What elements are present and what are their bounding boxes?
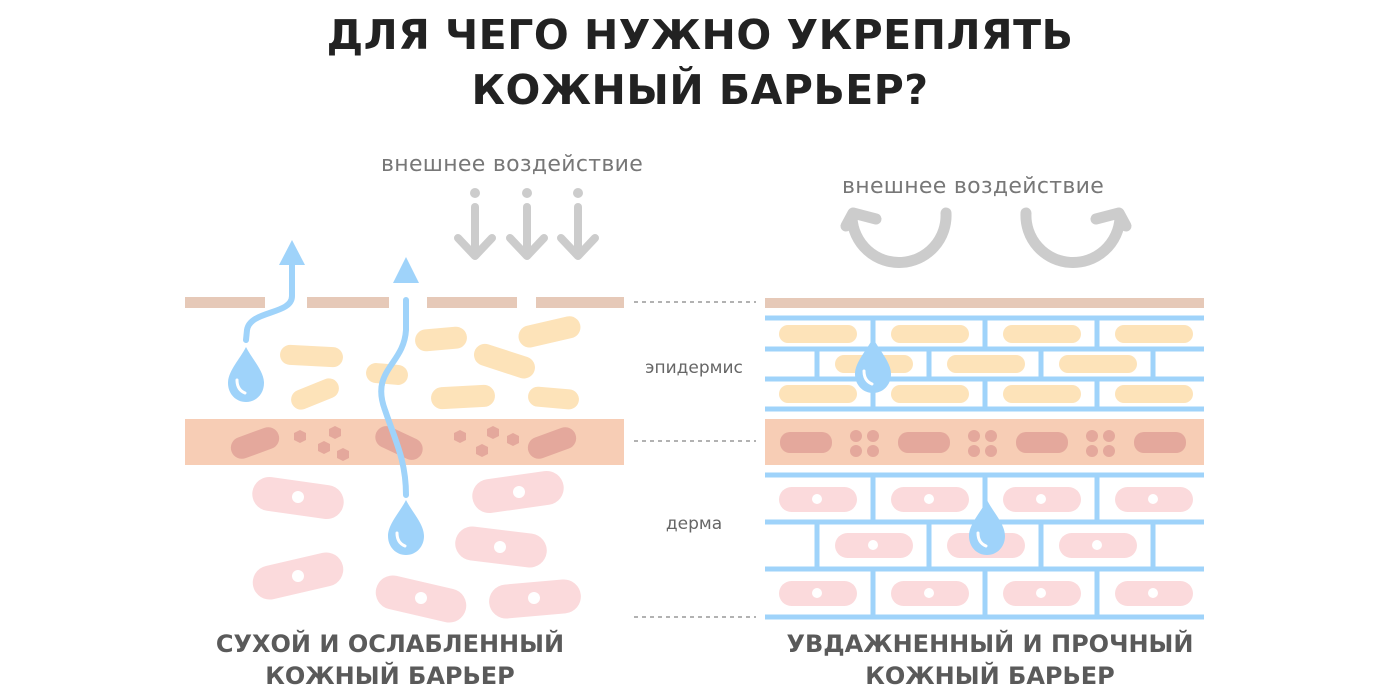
arrows-deflect-icon <box>840 207 1132 268</box>
arrow-down-icon <box>557 188 599 260</box>
lipid-matrix-dermis <box>765 472 1204 620</box>
lipid-matrix-epidermis <box>765 315 1204 412</box>
arrow-down-icon <box>454 188 496 260</box>
right-caption-line-2: КОЖНЫЙ БАРЬЕР <box>865 662 1115 690</box>
right-caption: УВДАЖНЕННЫЙ И ПРОЧНЫЙ КОЖНЫЙ БАРЬЕР <box>770 628 1210 692</box>
arrow-deflect-left-icon <box>840 207 952 268</box>
arrow-up-icon <box>279 240 305 265</box>
stratum-corneum-broken <box>185 297 624 308</box>
page-title: ДЛЯ ЧЕГО НУЖНО УКРЕПЛЯТЬ КОЖНЫЙ БАРЬЕР? <box>0 8 1400 118</box>
water-arrow-heads <box>279 240 419 283</box>
dermis-cells-scattered <box>252 470 581 623</box>
dermis-label: дерма <box>665 514 723 534</box>
arrow-up-icon <box>393 257 419 283</box>
arrow-deflect-right-icon <box>1020 207 1132 268</box>
title-line-1: ДЛЯ ЧЕГО НУЖНО УКРЕПЛЯТЬ <box>326 11 1074 59</box>
left-caption: СУХОЙ И ОСЛАБЛЕННЫЙ КОЖНЫЙ БАРЬЕР <box>180 628 600 692</box>
left-caption-line-1: СУХОЙ И ОСЛАБЛЕННЫЙ <box>215 630 565 658</box>
water-loss-paths <box>243 259 409 498</box>
right-external-impact-label: внешнее воздействие <box>842 174 1105 199</box>
basal-layer-band <box>765 419 1204 465</box>
arrows-down-icon <box>454 188 599 260</box>
epidermis-cells-ordered <box>779 325 1193 403</box>
right-skin-diagram <box>765 207 1204 620</box>
stratum-corneum-intact <box>765 298 1204 308</box>
left-caption-line-2: КОЖНЫЙ БАРЬЕР <box>265 662 515 690</box>
left-skin-diagram <box>185 188 624 623</box>
layer-dividers <box>634 301 756 618</box>
basal-cells-ordered <box>780 430 1186 457</box>
right-caption-line-1: УВДАЖНЕННЫЙ И ПРОЧНЫЙ <box>786 630 1194 658</box>
title-line-2: КОЖНЫЙ БАРЬЕР? <box>471 66 929 114</box>
epidermis-cells-scattered <box>280 316 581 410</box>
arrow-down-icon <box>506 188 548 260</box>
left-external-impact-label: внешнее воздействие <box>381 152 644 177</box>
basal-cells <box>230 426 577 461</box>
epidermis-label: эпидермис <box>645 358 743 378</box>
dermis-cells-ordered <box>779 487 1193 606</box>
